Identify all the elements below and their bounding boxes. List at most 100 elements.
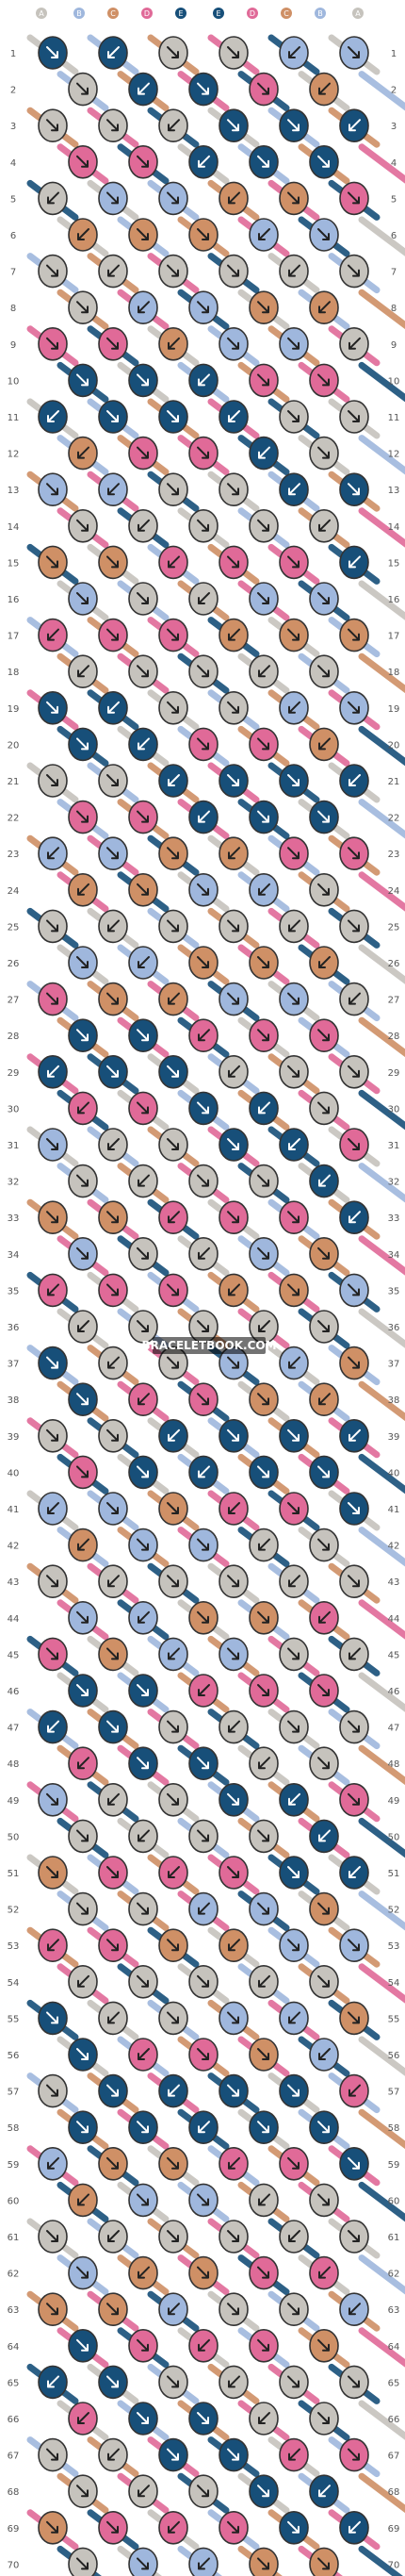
knot [339, 1856, 369, 1890]
knot [128, 800, 158, 834]
knot-arrow-icon [106, 628, 119, 641]
knot-arrow-icon [318, 2485, 331, 2498]
knot-arrow-icon [227, 46, 239, 58]
knot-arrow-icon [46, 2520, 58, 2534]
knot-arrow-icon [318, 2048, 331, 2060]
string-label-letter: D [144, 9, 150, 18]
knot [38, 1856, 68, 1890]
knot-arrow-icon [228, 2375, 240, 2388]
knot [128, 145, 158, 179]
knot-arrow-icon [77, 665, 89, 678]
knot-arrow-icon [318, 301, 331, 314]
knot-arrow-icon [348, 191, 360, 205]
knot [188, 2038, 219, 2072]
knot-arrow-icon [227, 2448, 239, 2461]
row-number-left: 65 [8, 2378, 20, 2388]
knot-arrow-icon [348, 2448, 360, 2461]
knot-arrow-icon [257, 956, 269, 968]
knot-arrow-icon [317, 2193, 330, 2206]
knot [98, 690, 128, 725]
knot [188, 1455, 219, 1490]
knot [309, 1746, 339, 1780]
knot [158, 1783, 188, 1817]
knot [98, 909, 128, 944]
knot-arrow-icon [76, 1393, 89, 1406]
knot [309, 946, 339, 980]
knot [68, 1674, 98, 1708]
knot-arrow-icon [168, 2520, 180, 2534]
knot [98, 472, 128, 507]
knot [339, 618, 369, 652]
knot-arrow-icon [227, 992, 239, 1005]
row-number-right: 6 [391, 231, 397, 241]
knot [339, 2073, 369, 2108]
knot-arrow-icon [227, 774, 239, 786]
knot-arrow-icon [198, 1465, 210, 1478]
knot-arrow-icon [198, 2557, 210, 2570]
knot [38, 181, 68, 216]
knot-arrow-icon [106, 1065, 119, 1078]
knot-arrow-icon [197, 2266, 209, 2279]
row-number-left: 33 [8, 1214, 20, 1224]
knot-arrow-icon [228, 1720, 240, 1733]
knot-arrow-icon [198, 1684, 210, 1696]
string-segment [358, 1308, 405, 1348]
string-segment [358, 1672, 405, 1712]
knot [128, 654, 158, 689]
knot [128, 218, 158, 252]
knot [128, 946, 158, 980]
row-number-left: 23 [8, 850, 20, 860]
knot [128, 1891, 158, 1926]
knot [279, 1928, 309, 1962]
knot [309, 1601, 339, 1635]
knot [309, 363, 339, 398]
string-label-dot [175, 8, 186, 19]
knot-arrow-icon [138, 1829, 150, 1842]
knot [249, 1746, 279, 1780]
knot-arrow-icon [197, 301, 209, 314]
row-number-right: 26 [388, 959, 400, 969]
knot [279, 1346, 309, 1380]
knot [249, 1091, 279, 1126]
row-number-right: 28 [388, 1032, 400, 1042]
knot [188, 1965, 219, 1999]
knot-arrow-icon [288, 1356, 300, 1369]
row-number-left: 49 [8, 1796, 20, 1807]
knot [38, 618, 68, 652]
knot [38, 2220, 68, 2254]
knot [309, 218, 339, 252]
knot-arrow-icon [106, 191, 119, 205]
knot [339, 1055, 369, 1089]
knot [249, 508, 279, 543]
knot [68, 1601, 98, 1635]
knot [249, 1819, 279, 1854]
string-segment [358, 2472, 405, 2514]
knot-arrow-icon [318, 82, 331, 95]
knot [98, 1419, 128, 1453]
knot-arrow-icon [106, 1428, 119, 1442]
knot-arrow-icon [167, 1065, 179, 1078]
knot-arrow-icon [138, 2048, 150, 2060]
row-number-right: 39 [388, 1432, 400, 1443]
knot [158, 2292, 188, 2326]
knot-arrow-icon [257, 2338, 269, 2352]
knot [188, 1382, 219, 1416]
knot [339, 181, 369, 216]
knot-arrow-icon [257, 1829, 269, 1842]
knot-arrow-icon [167, 628, 179, 641]
knot [158, 1564, 188, 1598]
row-number-left: 60 [8, 2196, 20, 2206]
knot [158, 1492, 188, 1526]
knot-arrow-icon [77, 883, 89, 896]
knot [188, 582, 219, 616]
knot [309, 800, 339, 834]
knot-arrow-icon [47, 410, 59, 422]
knot-arrow-icon [318, 2266, 331, 2279]
knot-arrow-icon [167, 919, 179, 933]
knot-arrow-icon [197, 1974, 209, 1988]
knot-arrow-icon [287, 2084, 300, 2097]
knot [339, 254, 369, 289]
knot-arrow-icon [197, 665, 209, 678]
knot [188, 1746, 219, 1780]
row-number-left: 1 [10, 49, 16, 59]
